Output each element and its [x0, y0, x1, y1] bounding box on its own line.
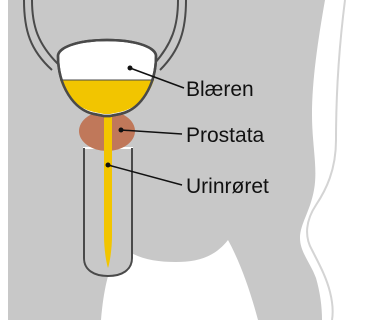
- prostate-leader-dot: [119, 128, 124, 133]
- urethra-leader-dot: [106, 163, 111, 168]
- urethra: [104, 110, 112, 268]
- label-prostate: Prostata: [186, 124, 265, 147]
- label-urethra: Urinrøret: [186, 175, 269, 198]
- bladder-leader-dot: [128, 66, 133, 71]
- label-bladder: Blæren: [186, 78, 254, 101]
